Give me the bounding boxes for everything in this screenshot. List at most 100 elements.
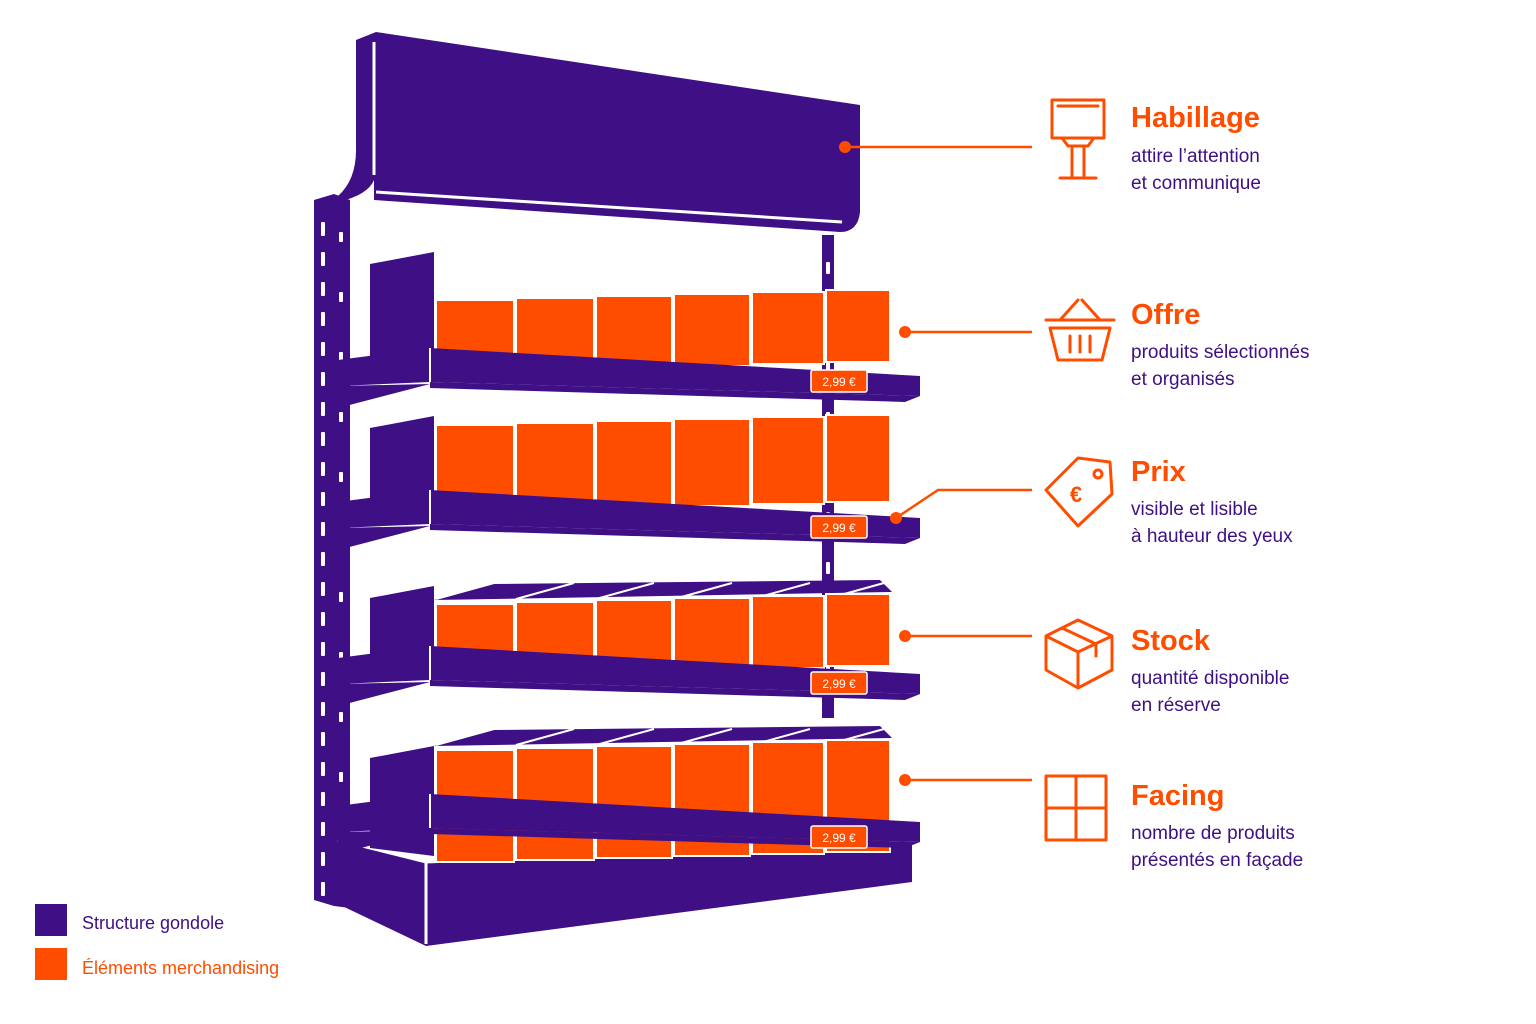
annotation-title: Offre: [1131, 299, 1201, 331]
shelf-slab: [338, 794, 920, 842]
product-facing: [673, 418, 751, 507]
shelf-4: 2,99 €: [338, 726, 920, 863]
product-facing: [825, 289, 891, 363]
connector-line-prix: [895, 488, 1032, 520]
upright-slot: [321, 732, 325, 746]
price-tag-text: 2,99 €: [822, 677, 856, 691]
annotation-desc-line: présentés en façade: [1131, 850, 1304, 871]
product-top-divider: [673, 728, 733, 746]
annotation-desc-line: en réserve: [1131, 695, 1221, 716]
annotation-desc-line: produits sélectionnés: [1131, 342, 1310, 363]
upright-slot: [339, 772, 343, 782]
header-panel: [338, 32, 860, 232]
product-facing: [673, 293, 751, 367]
base-plinth: [338, 840, 912, 946]
upright-slot: [826, 562, 830, 574]
euro-symbol: €: [1070, 482, 1082, 507]
product-facing: [751, 291, 825, 365]
annotation-icons: €: [1044, 98, 1116, 842]
price-tag-text: 2,99 €: [822, 375, 856, 389]
upright-slot: [321, 462, 325, 476]
upright-slot: [321, 342, 325, 356]
connector-dot-facing: [899, 774, 911, 786]
upright-slot: [826, 262, 830, 274]
product-top-surface: [434, 580, 892, 600]
upright-slot: [321, 792, 325, 806]
price-tag-text: 2,99 €: [822, 831, 856, 845]
shelf-bracket: [338, 384, 430, 408]
product-top-divider: [435, 728, 495, 746]
upright-slot: [321, 252, 325, 266]
annotation-desc-line: attire l’attention: [1131, 146, 1260, 167]
tag-outline: [1044, 456, 1114, 528]
upright-slot: [321, 372, 325, 386]
left-upright: [314, 194, 334, 906]
product-facing: [595, 745, 673, 859]
product-top-divider: [435, 582, 495, 600]
product-top-divider: [595, 582, 655, 600]
annotation-title: Facing: [1131, 780, 1225, 812]
shelf-bracket: [338, 682, 430, 706]
annotation-desc-line: visible et lisible: [1131, 499, 1258, 520]
product-facing: [751, 416, 825, 505]
product-facing: [751, 595, 825, 669]
connector-dot-habillage: [839, 141, 851, 153]
shelf-underside: [430, 828, 920, 848]
upright-slot: [321, 882, 325, 896]
header-panel-bottom-edge: [375, 190, 843, 224]
basket-icon: [1044, 298, 1116, 362]
upright-slot: [339, 592, 343, 602]
price-tag: 2,99 €: [810, 671, 868, 695]
product-top-divider: [673, 582, 733, 600]
tag-hole: [1092, 468, 1104, 480]
signboard-icon: [1050, 98, 1106, 180]
upright-slot: [321, 522, 325, 536]
gondola-structure: 2,99 € 2,99 € 2,99 € 2,99 €: [314, 32, 920, 946]
annotation-desc-line: nombre de produits: [1131, 823, 1295, 844]
product-top-divider: [515, 728, 575, 746]
connector-lines: [839, 141, 1032, 786]
shelf-2: 2,99 €: [338, 414, 920, 550]
upright-slot: [339, 712, 343, 722]
product-facing: [595, 295, 673, 369]
upright-slot: [321, 222, 325, 236]
window-grid-icon: [1044, 774, 1108, 842]
product-top-divider: [515, 582, 575, 600]
product-top-divider: [595, 728, 655, 746]
shelf-bracket: [338, 830, 430, 854]
shelf-3: 2,99 €: [338, 580, 920, 706]
price-tag: 2,99 €: [810, 515, 868, 539]
price-tag-bg: [810, 515, 868, 539]
product-side-block: [370, 252, 434, 366]
upright-slot: [321, 852, 325, 866]
upright-slot: [321, 822, 325, 836]
annotation-desc-line: quantité disponible: [1131, 668, 1290, 689]
annotation-title: Stock: [1131, 625, 1210, 657]
price-tag-text: 2,99 €: [822, 521, 856, 535]
box-icon: [1044, 618, 1114, 690]
upright-slot: [321, 642, 325, 656]
shelf-underside: [430, 382, 920, 402]
basket-slats: [1068, 334, 1092, 354]
upright-slot: [339, 232, 343, 242]
price-tag-bg: [810, 671, 868, 695]
upright-slot: [321, 492, 325, 506]
annotation-desc-line: à hauteur des yeux: [1131, 526, 1293, 547]
price-tag: 2,99 €: [810, 369, 868, 393]
product-facing: [673, 597, 751, 671]
product-facing: [825, 593, 891, 667]
grid-lines: [1044, 774, 1108, 842]
legend-label-structure: Structure gondole: [82, 913, 225, 933]
product-top-surface: [434, 726, 892, 746]
annotation-desc-line: et communique: [1131, 173, 1261, 194]
box-outline: [1044, 618, 1114, 690]
upright-slot: [321, 552, 325, 566]
product-facing: [515, 422, 595, 511]
upright-slot: [321, 282, 325, 296]
shelf-1: 2,99 €: [338, 252, 920, 408]
upright-slot: [321, 402, 325, 416]
annotation-desc-line: et organisés: [1131, 369, 1235, 390]
signboard-post: [1058, 144, 1098, 180]
upright-slot: [321, 582, 325, 596]
basket-body: [1044, 298, 1116, 362]
